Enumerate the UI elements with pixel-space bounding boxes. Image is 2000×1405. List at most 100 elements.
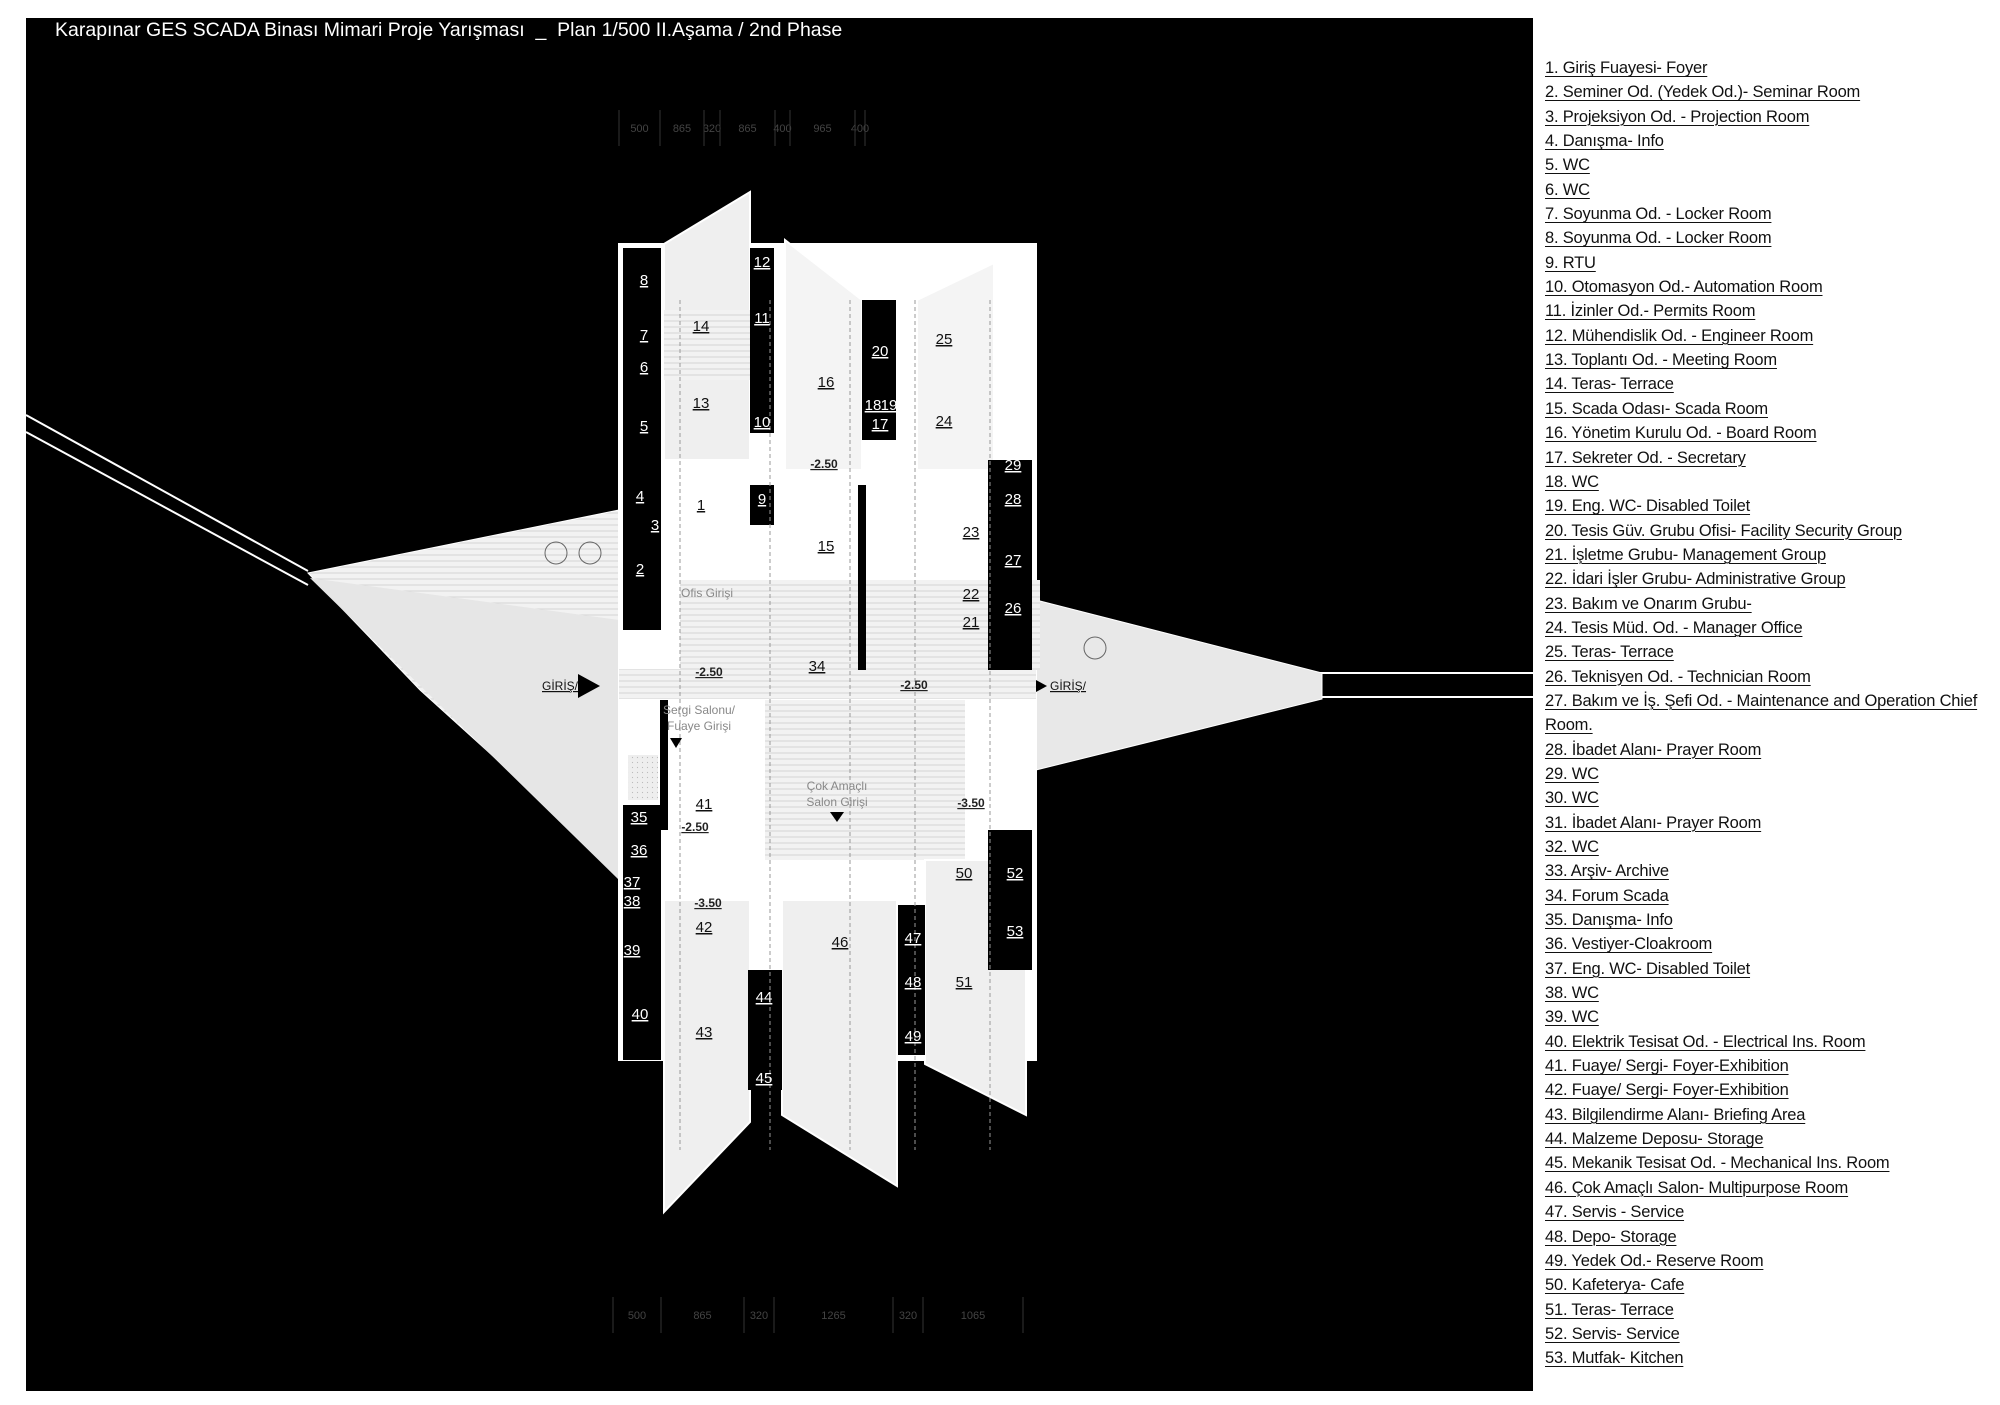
legend-item: 33. Arşiv- Archive [1545, 862, 1669, 881]
room-label: 20 [872, 343, 889, 360]
legend-item: 30. WC [1545, 789, 1599, 808]
legend-item: 25. Teras- Terrace [1545, 643, 1674, 662]
legend-item: 37. Eng. WC- Disabled Toilet [1545, 959, 1751, 978]
room-label: 39 [624, 942, 641, 959]
room-label: 53 [1007, 923, 1024, 940]
exhibition-entrance-label: Sergi Salonu/ [663, 703, 736, 717]
legend-item: 19. Eng. WC- Disabled Toilet [1545, 497, 1751, 516]
room-label: 10 [754, 414, 771, 431]
room-label: 16 [818, 374, 835, 391]
level-mark: -2.50 [681, 820, 709, 834]
legend-item: 50. Kafeterya- Cafe [1545, 1276, 1685, 1295]
legend-item: 15. Scada Odası- Scada Room [1545, 399, 1768, 418]
room-label: 51 [956, 974, 973, 991]
level-mark: -2.50 [695, 665, 723, 679]
legend-item: 34. Forum Scada [1545, 886, 1669, 905]
legend-item: 17. Sekreter Od. - Secretary [1545, 448, 1746, 467]
room-label: 19 [881, 397, 898, 414]
room-label: 24 [936, 413, 953, 430]
room-label: 28 [1005, 491, 1022, 508]
room-label: 1 [697, 497, 705, 514]
legend-item: 3. Projeksiyon Od. - Projection Room [1545, 107, 1810, 126]
level-marks: -2.50 -2.50 -2.50 -2.50 -3.50 -3.50 [681, 457, 985, 910]
legend-item: 36. Vestiyer-Cloakroom [1545, 935, 1713, 954]
room-label: 5 [640, 418, 648, 435]
entrance-arrow-right [1036, 680, 1047, 692]
room-label: 37 [624, 874, 641, 891]
legend-item: 12. Mühendislik Od. - Engineer Room [1545, 326, 1814, 345]
level-mark: -3.50 [957, 796, 985, 810]
entrance-label-left: GİRİŞ/ [542, 679, 579, 693]
legend-item: 47. Servis - Service [1545, 1203, 1685, 1222]
dimension-label: 1265 [821, 1310, 845, 1322]
room-label: 30 [1005, 425, 1022, 442]
legend-item: 52. Servis- Service [1545, 1324, 1680, 1343]
room-label: 33 [1005, 351, 1022, 368]
legend-item: 53. Mutfak- Kitchen [1545, 1349, 1684, 1368]
legend-item: 41. Fuaye/ Sergi- Foyer-Exhibition [1545, 1057, 1789, 1076]
room-label: 18 [865, 397, 882, 414]
level-mark: -2.50 [810, 457, 838, 471]
dimension-label: 320 [703, 123, 721, 135]
room-label: 25 [936, 331, 953, 348]
room-label: 40 [632, 1006, 649, 1023]
room-label: 41 [696, 796, 713, 813]
room-label: 49 [905, 1028, 922, 1045]
room-label: 4 [636, 488, 644, 505]
approach-path-left [25, 414, 309, 586]
room-label: 31 [1005, 389, 1022, 406]
legend-item: 38. WC [1545, 984, 1599, 1003]
legend-item: 44. Malzeme Deposu- Storage [1545, 1130, 1764, 1149]
dimension-label: 865 [673, 123, 691, 135]
legend-item: 46. Çok Amaçlı Salon- Multipurpose Room [1545, 1178, 1849, 1197]
legend-item: 22. İdari İşler Grubu- Administrative Gr… [1545, 570, 1846, 589]
office-entrance-label: Ofis Girişi [681, 586, 733, 600]
legend-item: 14. Teras- Terrace [1545, 375, 1674, 394]
legend-item: 20. Tesis Güv. Grubu Ofisi- Facility Sec… [1545, 521, 1902, 540]
room-label: 8 [640, 272, 648, 289]
hall-entrance-label: Salon Girişi [806, 795, 867, 809]
legend-item: 29. WC [1545, 764, 1599, 783]
entrance-label-right: GİRİŞ/ [1050, 679, 1087, 693]
legend-item: 49. Yedek Od.- Reserve Room [1545, 1251, 1764, 1270]
dimension-label: 320 [899, 1310, 917, 1322]
legend-item: 23. Bakım ve Onarım Grubu- [1545, 594, 1752, 613]
room-label: 38 [624, 893, 641, 910]
sheet-title: Karapınar GES SCADA Binası Mimari Proje … [55, 19, 843, 41]
room-label: 23 [963, 524, 980, 541]
room-label: 6 [640, 359, 648, 376]
legend-item: 9. RTU [1545, 253, 1596, 272]
room-label: 52 [1007, 865, 1024, 882]
dimension-label: 865 [693, 1310, 711, 1322]
room-label: 29 [1005, 457, 1022, 474]
room-label: 35 [631, 809, 648, 826]
room-label: 44 [756, 989, 773, 1006]
level-mark: -2.50 [900, 678, 928, 692]
room-label: 22 [963, 586, 980, 603]
room-label: 14 [693, 318, 710, 335]
room-label: 36 [631, 842, 648, 859]
legend-item: 10. Otomasyon Od.- Automation Room [1545, 278, 1823, 297]
legend-item: 21. İşletme Grubu- Management Group [1545, 545, 1826, 564]
dimension-label: 965 [813, 123, 831, 135]
room-label: 3 [651, 517, 659, 534]
legend-item: 26. Teknisyen Od. - Technician Room [1545, 667, 1811, 686]
room-label: 32 [1001, 370, 1018, 387]
room-label: 17 [872, 416, 889, 433]
legend-item: 32. WC [1545, 838, 1599, 856]
legend-item: 5. WC [1545, 156, 1590, 175]
room-label: 48 [905, 974, 922, 991]
room-label: 26 [1005, 600, 1022, 617]
legend-item: 2. Seminer Od. (Yedek Od.)- Seminar Room [1545, 83, 1861, 102]
legend-item: 24. Tesis Müd. Od. - Manager Office [1545, 618, 1803, 637]
legend-item: 13. Toplantı Od. - Meeting Room [1545, 351, 1777, 370]
room-label: 2 [636, 561, 644, 578]
room-label: 7 [640, 327, 648, 344]
legend-item: 39. WC [1545, 1008, 1599, 1027]
dimension-label: 500 [628, 1310, 646, 1322]
legend-item: 42. Fuaye/ Sergi- Foyer-Exhibition [1545, 1081, 1789, 1100]
legend-item: 16. Yönetim Kurulu Od. - Board Room [1545, 424, 1817, 443]
